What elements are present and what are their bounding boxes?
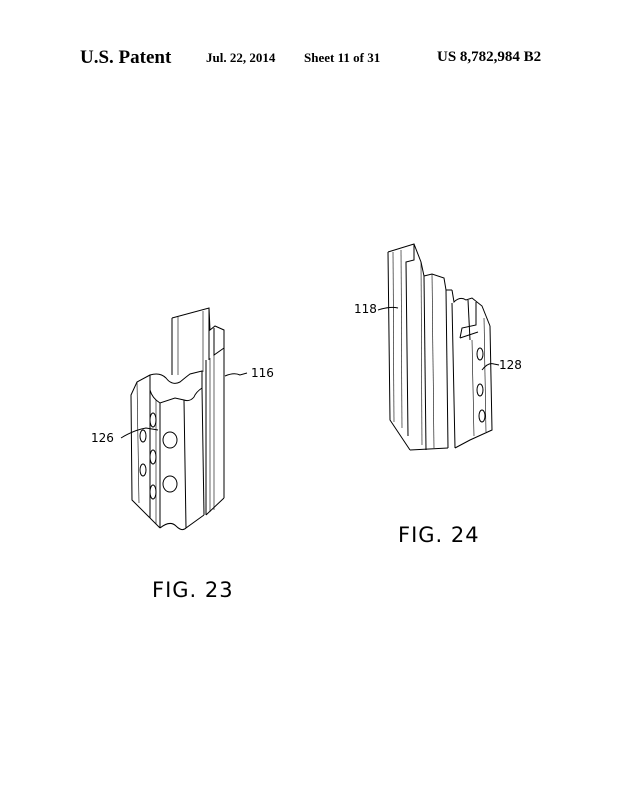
fig23-upright-116	[171, 307, 225, 516]
fig24-upright-118	[387, 243, 452, 451]
fig24-label-128: 128	[499, 358, 522, 372]
sheet-number: Sheet 11 of 31	[304, 50, 381, 65]
fig24-drawing	[377, 243, 500, 451]
fig23-leader-126	[120, 427, 159, 439]
fig23-label-126: 126	[91, 431, 114, 445]
fig23-drawing	[120, 307, 248, 531]
fig24-caption: FIG. 24	[398, 523, 480, 547]
fig23-leader-116	[224, 372, 248, 377]
patent-number: US 8,782,984 B2	[437, 49, 542, 65]
fig24-insert-128	[451, 289, 493, 449]
patent-date: Jul. 22, 2014	[206, 50, 276, 65]
fig24-label-118: 118	[354, 302, 377, 316]
fig23-caption: FIG. 23	[152, 578, 234, 602]
fig24-leader-118	[377, 306, 399, 311]
fig24-leader-128	[481, 363, 500, 371]
fig23-insert-126	[130, 370, 205, 531]
fig23-label-116: 116	[251, 366, 274, 380]
patent-title: U.S. Patent	[80, 47, 172, 68]
